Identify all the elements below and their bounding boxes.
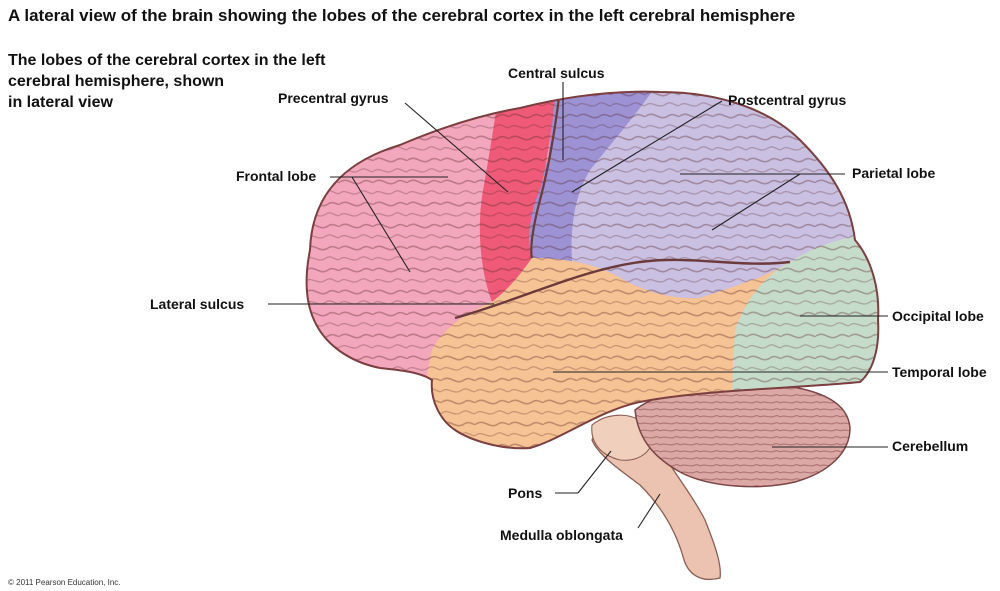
medulla-oblongata-leader	[638, 494, 660, 528]
cerebellum-label: Cerebellum	[892, 438, 968, 454]
occipital-lobe-label: Occipital lobe	[892, 308, 984, 324]
parietal-lobe-label: Parietal lobe	[852, 165, 935, 181]
temporal-lobe-label: Temporal lobe	[892, 364, 987, 380]
pons-leader-b	[578, 451, 611, 493]
frontal-lobe-label: Frontal lobe	[236, 168, 316, 184]
central-sulcus-label: Central sulcus	[508, 65, 604, 81]
precentral-gyrus-label: Precentral gyrus	[278, 90, 389, 106]
postcentral-gyrus-label: Postcentral gyrus	[728, 92, 846, 108]
medulla-oblongata-label: Medulla oblongata	[500, 527, 623, 543]
lateral-sulcus-label: Lateral sulcus	[150, 296, 244, 312]
copyright-notice: © 2011 Pearson Education, Inc.	[8, 578, 120, 587]
pons-label: Pons	[508, 485, 542, 501]
